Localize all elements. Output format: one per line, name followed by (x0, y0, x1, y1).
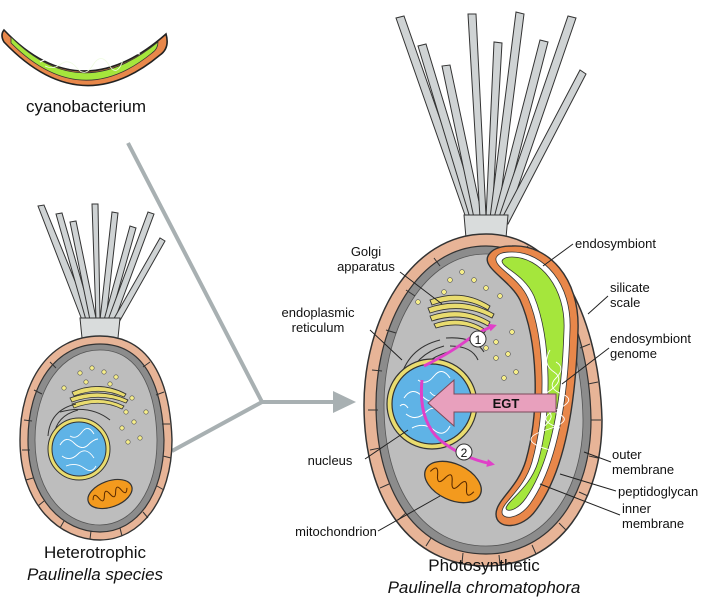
inner-membrane-label-line2: membrane (622, 516, 684, 531)
step-2-marker: 2 (455, 443, 473, 461)
outer-membrane-label-line1: outer (612, 447, 642, 462)
left-neck (79, 317, 121, 339)
photosynthetic-cell: EGT 1 2 (363, 11, 603, 567)
endosymbiont-body (486, 245, 579, 527)
left-title-line2: Paulinella species (27, 565, 164, 584)
nucleus-label: nucleus (308, 453, 353, 468)
egt-label: EGT (493, 396, 520, 411)
connector-arrowhead (333, 391, 356, 413)
cyanobacterium-label: cyanobacterium (26, 97, 146, 116)
inner-membrane-label-line1: inner (622, 501, 652, 516)
left-vesicles (61, 365, 149, 445)
left-golgi (69, 386, 129, 410)
right-mitochondrion (424, 460, 482, 504)
silicate-label-line1: silicate (610, 280, 650, 295)
right-spines (395, 11, 587, 225)
right-vesicles (415, 269, 519, 381)
genome-label-line2: genome (610, 346, 657, 361)
golgi-label-line1: Golgi (351, 244, 381, 259)
svg-text:2: 2 (461, 446, 468, 460)
peptidoglycan-label: peptidoglycan (618, 484, 698, 499)
genome-label-line1: endosymbiont (610, 331, 691, 346)
svg-text:1: 1 (475, 333, 482, 347)
left-scale-segments (22, 361, 172, 540)
right-title-line2: Paulinella chromatophora (388, 578, 581, 597)
left-mitochondrion (87, 478, 133, 510)
step-1-marker: 1 (469, 330, 487, 348)
left-nucleus (47, 417, 111, 481)
cyanobacterium (1, 28, 168, 87)
left-title-line1: Heterotrophic (44, 543, 147, 562)
outer-membrane-label-line2: membrane (612, 462, 674, 477)
endosymbiont-label: endosymbiont (575, 236, 656, 251)
er-label-line2: reticulum (292, 320, 345, 335)
leader-lines (364, 243, 621, 532)
er-label-line1: endoplasmic (282, 305, 355, 320)
egt-arrow (427, 378, 557, 428)
golgi-label-line2: apparatus (337, 259, 395, 274)
cyano-genome (39, 53, 141, 69)
right-title-line1: Photosynthetic (428, 556, 540, 575)
mitochondrion-label: mitochondrion (295, 524, 377, 539)
left-spines (37, 203, 166, 325)
connector-lines (126, 142, 335, 453)
protein-import-arrow-2 (419, 379, 495, 467)
silicate-label-line2: scale (610, 295, 640, 310)
heterotrophic-cell (19, 203, 173, 541)
